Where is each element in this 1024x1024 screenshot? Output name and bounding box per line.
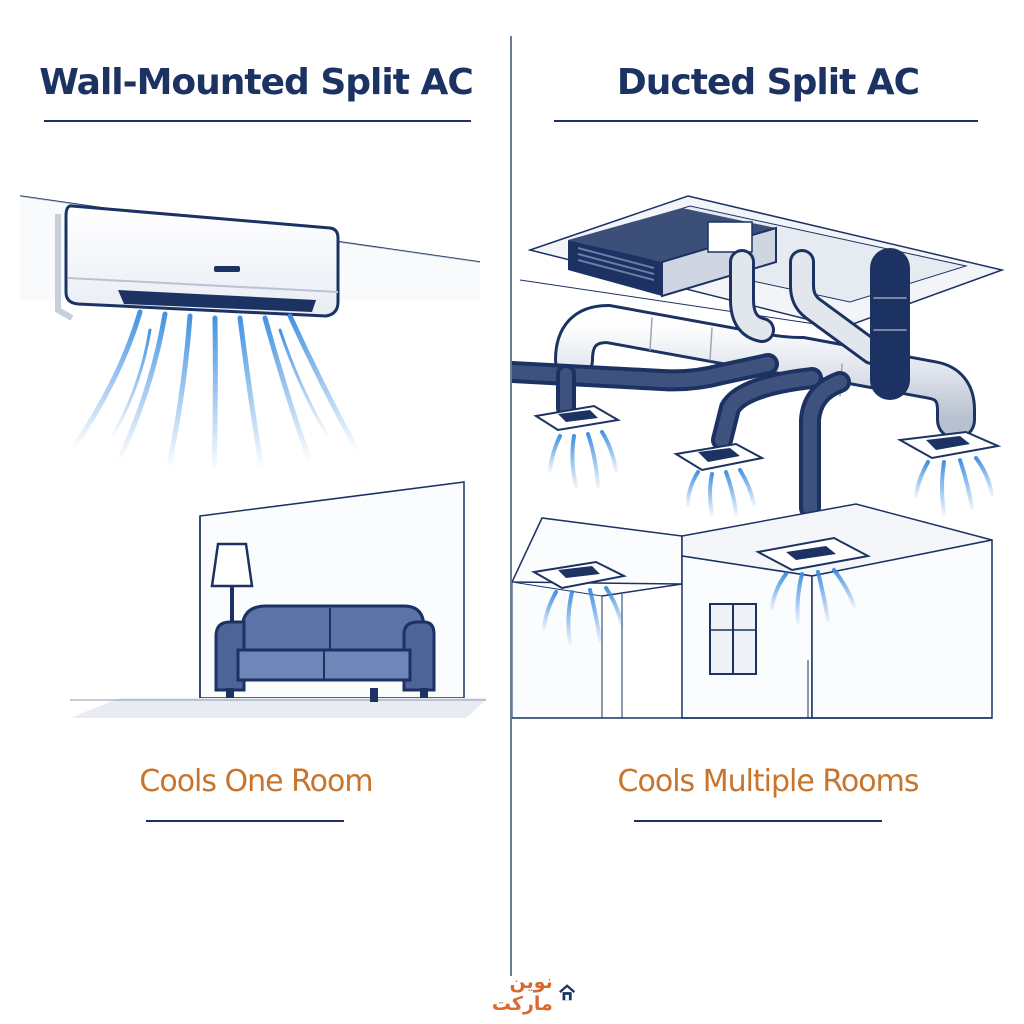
caption-underline (634, 820, 882, 822)
panel-caption: Cools Multiple Rooms (617, 764, 920, 799)
diffuser-vent-icon (673, 442, 765, 472)
panel-wall-mounted: Wall-Mounted Split AC (19, 62, 486, 822)
center-divider (510, 36, 512, 976)
diffuser-vent-icon (531, 560, 628, 590)
title-underline (554, 120, 978, 122)
panel-title: Wall-Mounted Split AC (39, 62, 473, 103)
panel-caption: Cools One Room (139, 764, 373, 799)
ducted-split-illustration (512, 195, 1005, 719)
panel-title: Ducted Split AC (616, 62, 920, 103)
diffuser-vent-icon (533, 404, 621, 432)
wall-ac-unit (55, 204, 340, 321)
panel-ducted: Ducted Split AC (512, 0, 1024, 1024)
airflow-streams (542, 430, 994, 644)
home-icon (558, 984, 575, 1001)
ceiling-diffusers (533, 404, 1002, 472)
brand-logo: نوین مارکت (452, 971, 576, 1015)
window-icon (709, 603, 757, 675)
silver-duct-network (554, 248, 976, 440)
wall-split-illustration (19, 195, 486, 718)
ducted-indoor-unit (568, 208, 777, 298)
brand-logo-text: نوین مارکت (491, 971, 553, 1015)
lower-rooms (512, 503, 993, 719)
airflow-streams (69, 309, 361, 475)
diffuser-vent-icon (896, 430, 1002, 460)
navy-duct-network (512, 353, 851, 519)
diffuser-vent-icon (754, 536, 872, 572)
display-icon (214, 266, 240, 272)
caption-underline (146, 820, 344, 822)
sofa-icon (214, 604, 436, 702)
title-underline (44, 120, 471, 122)
